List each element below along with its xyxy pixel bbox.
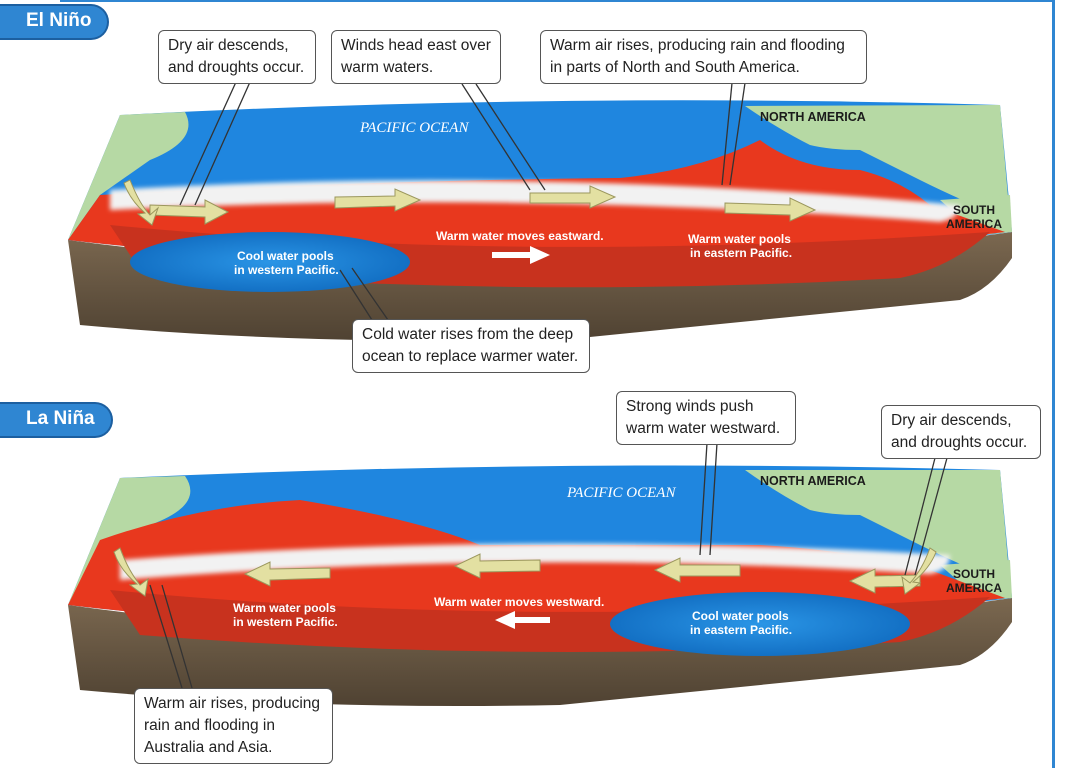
callout-line: rain and flooding in xyxy=(144,717,275,734)
callout-line: and droughts occur. xyxy=(168,59,305,76)
la-nina-south-america-label-1: SOUTH xyxy=(953,567,995,581)
callout-line: warm water westward. xyxy=(626,420,781,437)
la-nina-diagram: PACIFIC OCEAN NORTH AMERICA SOUTH AMERIC… xyxy=(68,442,1012,706)
leader-line xyxy=(721,82,733,186)
callout-line: Australia and Asia. xyxy=(144,739,273,756)
el-nino-north-america-label: NORTH AMERICA xyxy=(760,110,866,124)
callout-line: Dry air descends, xyxy=(891,412,1012,429)
el-nino-diagram: PACIFIC OCEAN NORTH AMERICA SOUTH AMERIC… xyxy=(68,81,1012,341)
la-nina-callout-dry-air: Dry air descends, and droughts occur. xyxy=(881,405,1041,459)
la-nina-movement-arrow xyxy=(495,611,550,629)
el-nino-cool-pool-label-2: in western Pacific. xyxy=(234,263,339,277)
wind-arrow xyxy=(529,185,617,209)
la-nina-warm-pool-label-1: Warm water pools xyxy=(233,601,336,615)
el-nino-callout-winds-east: Winds head east over warm waters. xyxy=(331,30,501,84)
wind-arrow xyxy=(653,557,741,583)
la-nina-land-asia-australia xyxy=(68,476,191,605)
wind-arrow xyxy=(113,547,149,597)
el-nino-movement-arrow xyxy=(492,246,550,264)
la-nina-callout-strong-winds: Strong winds push warm water westward. xyxy=(616,391,796,445)
el-nino-land-asia-australia xyxy=(68,112,189,240)
wind-arrow xyxy=(334,188,422,212)
el-nino-ocean-label: PACIFIC OCEAN xyxy=(359,120,469,136)
la-nina-wind-arrows xyxy=(113,547,937,597)
wind-arrow xyxy=(901,547,937,595)
callout-line: Strong winds push xyxy=(626,398,754,415)
el-nino-wind-arrows xyxy=(123,179,817,226)
la-nina-cool-pool-label-2: in eastern Pacific. xyxy=(690,623,792,637)
leader-line xyxy=(161,584,193,689)
la-nina-warm-pool-label-2: in western Pacific. xyxy=(233,615,338,629)
wind-arrow xyxy=(149,199,230,225)
la-nina-land-south-america xyxy=(940,560,1012,600)
la-nina-cool-pool xyxy=(610,592,910,656)
leader-line xyxy=(339,269,373,321)
la-nina-north-america-label: NORTH AMERICA xyxy=(760,474,866,488)
leader-line xyxy=(149,584,183,689)
leader-line xyxy=(475,83,546,191)
el-nino-callout-warm-air: Warm air rises, producing rain and flood… xyxy=(540,30,867,84)
wind-arrow xyxy=(123,179,160,226)
frame-border-right xyxy=(1052,0,1055,768)
leader-line xyxy=(914,457,948,576)
callout-line: in parts of North and South America. xyxy=(550,59,800,76)
callout-line: Warm air rises, producing rain and flood… xyxy=(550,37,845,54)
leader-line xyxy=(729,82,746,186)
el-nino-cool-pool xyxy=(130,232,410,292)
el-nino-land-north-america xyxy=(745,105,1010,220)
la-nina-tab: La Niña xyxy=(0,402,113,438)
wind-arrow xyxy=(453,553,541,579)
leader-line xyxy=(699,442,708,556)
leader-line xyxy=(351,267,389,321)
el-nino-callout-cold-rises: Cold water rises from the deep ocean to … xyxy=(352,319,590,373)
el-nino-movement-label: Warm water moves eastward. xyxy=(436,229,604,243)
leader-line xyxy=(709,442,718,556)
callout-line: and droughts occur. xyxy=(891,434,1028,451)
la-nina-south-america-label-2: AMERICA xyxy=(946,581,1002,595)
callout-line: Cold water rises from the deep xyxy=(362,326,574,343)
la-nina-movement-label: Warm water moves westward. xyxy=(434,595,604,609)
wind-arrow xyxy=(243,561,331,587)
frame-border-top xyxy=(60,0,1055,2)
el-nino-warm-pool-label-1: Warm water pools xyxy=(688,232,791,246)
callout-line: ocean to replace warmer water. xyxy=(362,348,579,365)
el-nino-tab: El Niño xyxy=(0,4,110,40)
el-nino-south-america-label-2: AMERICA xyxy=(946,217,1002,231)
leader-line xyxy=(179,81,237,206)
leader-line xyxy=(461,83,531,191)
leader-line xyxy=(194,81,251,206)
la-nina-cool-pool-label-1: Cool water pools xyxy=(692,609,789,623)
la-nina-callout-warm-air: Warm air rises, producing rain and flood… xyxy=(134,688,333,764)
callout-line: Dry air descends, xyxy=(168,37,289,54)
leader-line xyxy=(904,457,936,576)
el-nino-cool-pool-label-1: Cool water pools xyxy=(237,249,334,263)
el-nino-warm-pool-label-2: in eastern Pacific. xyxy=(690,246,792,260)
callout-line: Warm air rises, producing xyxy=(144,695,321,712)
el-nino-callout-dry-air: Dry air descends, and droughts occur. xyxy=(158,30,316,84)
wind-arrow xyxy=(724,197,817,222)
callout-line: Winds head east over xyxy=(341,37,491,54)
el-nino-south-america-label-1: SOUTH xyxy=(953,203,995,217)
la-nina-ocean-label: PACIFIC OCEAN xyxy=(566,485,676,501)
callout-line: warm waters. xyxy=(341,59,434,76)
